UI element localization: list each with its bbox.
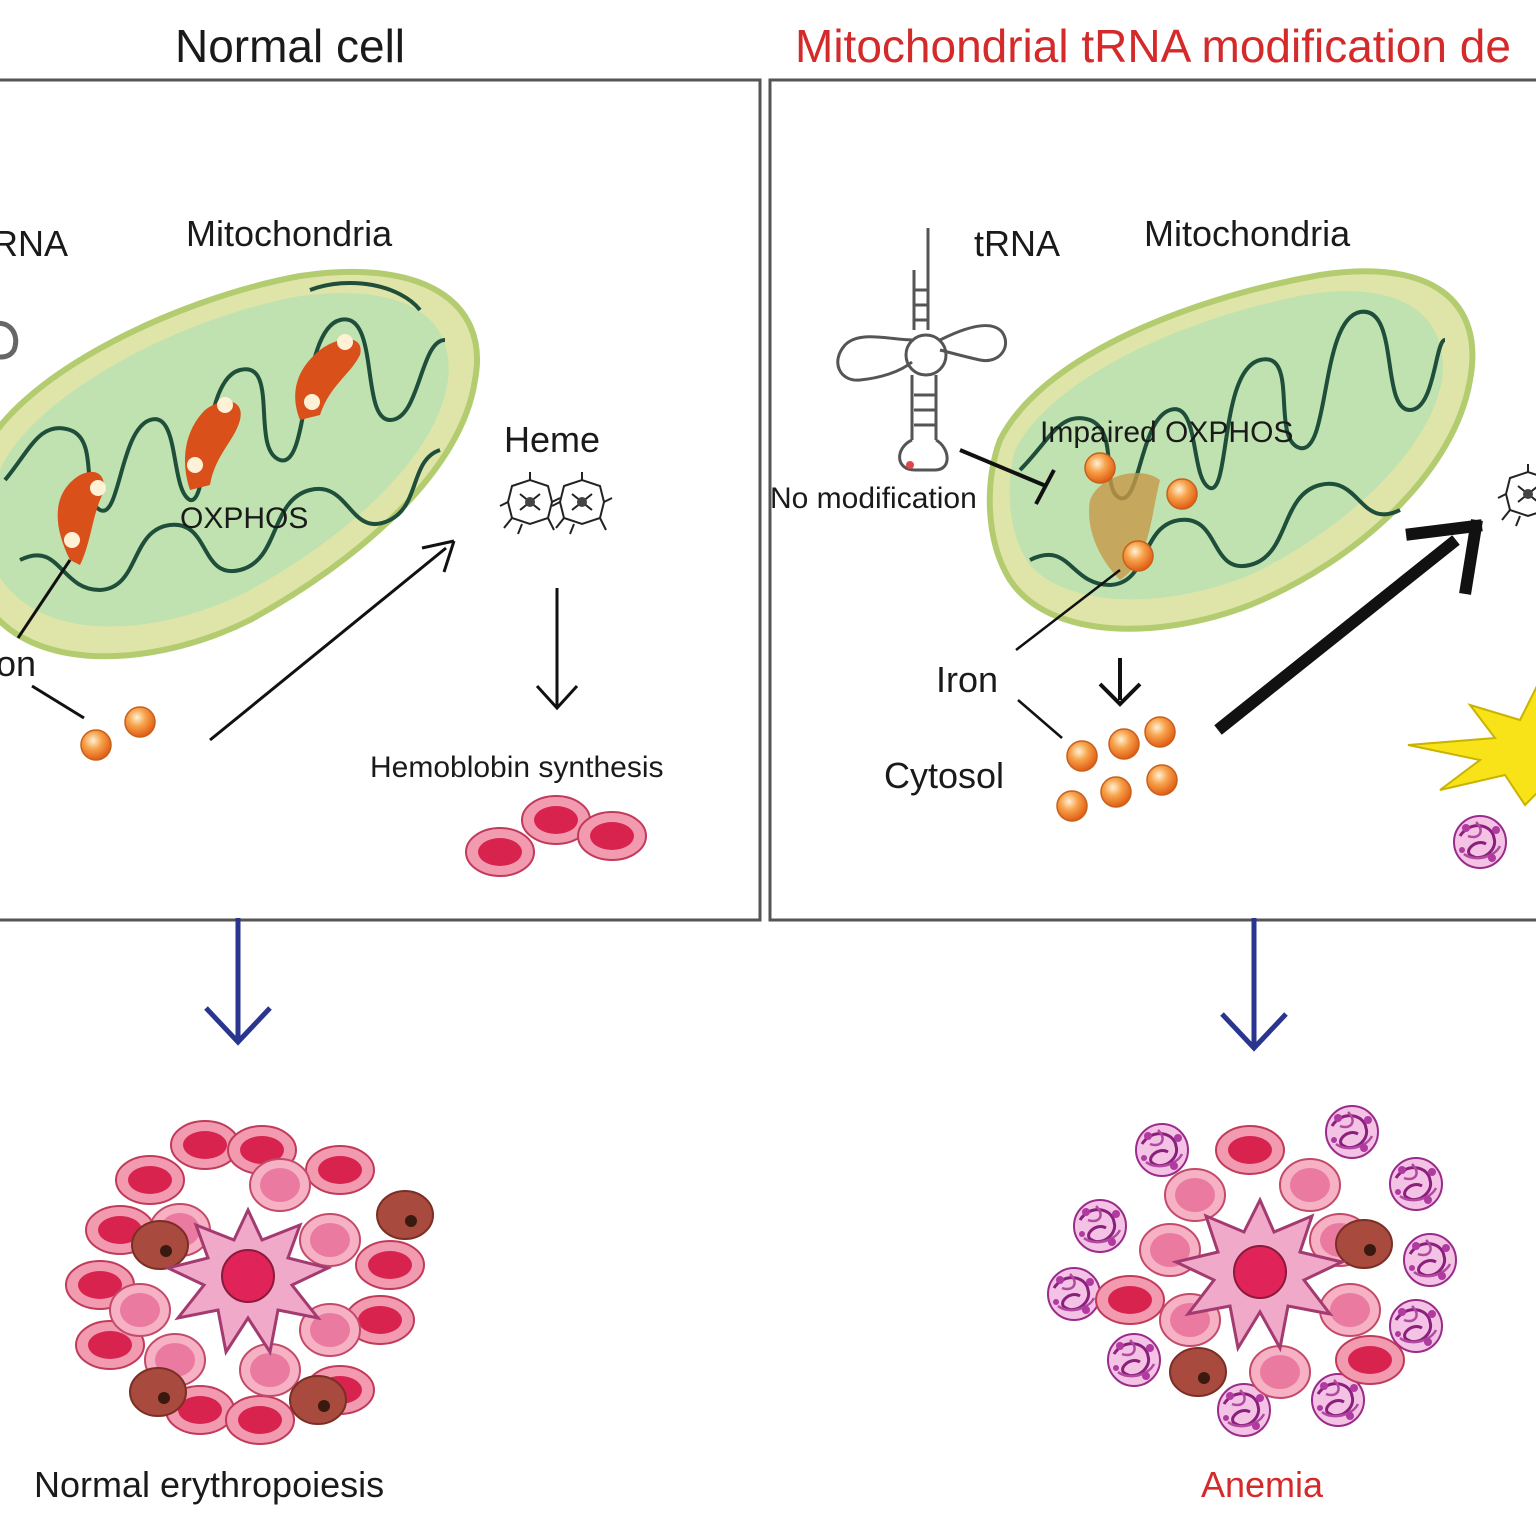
right-trna-label: tRNA — [974, 223, 1060, 264]
anemia-erythroblastic-island-icon — [1046, 1104, 1458, 1438]
right-cytosol-pointer — [1017, 699, 1063, 739]
right-iron-dot-icon — [1144, 716, 1176, 748]
left-iron-pointer — [16, 559, 72, 639]
right-heme-arrow — [1214, 519, 1483, 735]
right-panel-frame — [768, 78, 1536, 922]
left-hemoglobin-label: Hemoblobin synthesis — [370, 751, 663, 784]
left-heme-arrow — [209, 539, 456, 742]
iron-release-arrow — [1098, 658, 1142, 707]
right-iron-dot-icon — [1146, 764, 1178, 796]
normal-erythropoiesis-label: Normal erythropoiesis — [34, 1464, 384, 1505]
right-iron-label: Iron — [936, 659, 998, 700]
right-iron-dot-icon — [1056, 790, 1088, 822]
left-panel-frame — [0, 78, 762, 922]
anemia-label: Anemia — [1201, 1464, 1324, 1505]
left-iron-label: on — [0, 643, 36, 684]
left-trna-icon — [0, 321, 19, 360]
right-iron-pointer — [1015, 569, 1121, 651]
heme-icon — [551, 471, 613, 535]
left-oxphos-label: OXPHOS — [180, 502, 308, 535]
left-oxphos-complexes — [57, 334, 361, 565]
right-iron-dot-icon — [1066, 740, 1098, 772]
right-mito-iron-dot-icon — [1084, 452, 1116, 484]
starburst-icon — [1407, 685, 1536, 807]
right-iron-dot-icon — [1100, 776, 1132, 808]
left-mitochondria-icon — [0, 268, 480, 660]
heme-icon — [1497, 463, 1536, 527]
right-mitochondria-label: Mitochondria — [1144, 213, 1351, 254]
left-iron-dot-icon — [80, 729, 112, 761]
left-mitochondria-label: Mitochondria — [186, 213, 393, 254]
right-cytosol-label: Cytosol — [884, 755, 1004, 796]
right-trna-icon — [836, 228, 1008, 472]
aggregate-icon — [1452, 814, 1508, 870]
left-iron-dot-icon — [124, 706, 156, 738]
heme-icon — [499, 471, 561, 535]
left-panel-title: Normal cell — [175, 20, 405, 72]
red-blood-cell-icon — [577, 811, 647, 861]
left-heme-label: Heme — [504, 419, 600, 460]
no-modification-inhibition — [959, 448, 1056, 505]
right-panel-title: Mitochondrial tRNA modification de — [795, 20, 1511, 72]
right-iron-dot-icon — [1108, 728, 1140, 760]
left-cytosol-label: l — [0, 729, 2, 770]
left-hemoglobin-arrow — [535, 588, 579, 711]
right-outcome-arrow — [1220, 918, 1288, 1052]
normal-erythroblastic-island-icon — [65, 1120, 434, 1445]
left-cytosol-pointer — [31, 684, 85, 720]
right-mito-iron-dot-icon — [1166, 478, 1198, 510]
right-mito-iron-dot-icon — [1122, 540, 1154, 572]
no-modification-label: No modification — [770, 482, 977, 515]
left-outcome-arrow — [204, 918, 272, 1046]
left-trna-label: RNA — [0, 223, 68, 264]
right-mitochondria-icon — [986, 268, 1476, 632]
right-impaired-oxphos-label: Impaired OXPHOS — [1040, 416, 1293, 449]
red-blood-cell-icon — [465, 827, 535, 877]
